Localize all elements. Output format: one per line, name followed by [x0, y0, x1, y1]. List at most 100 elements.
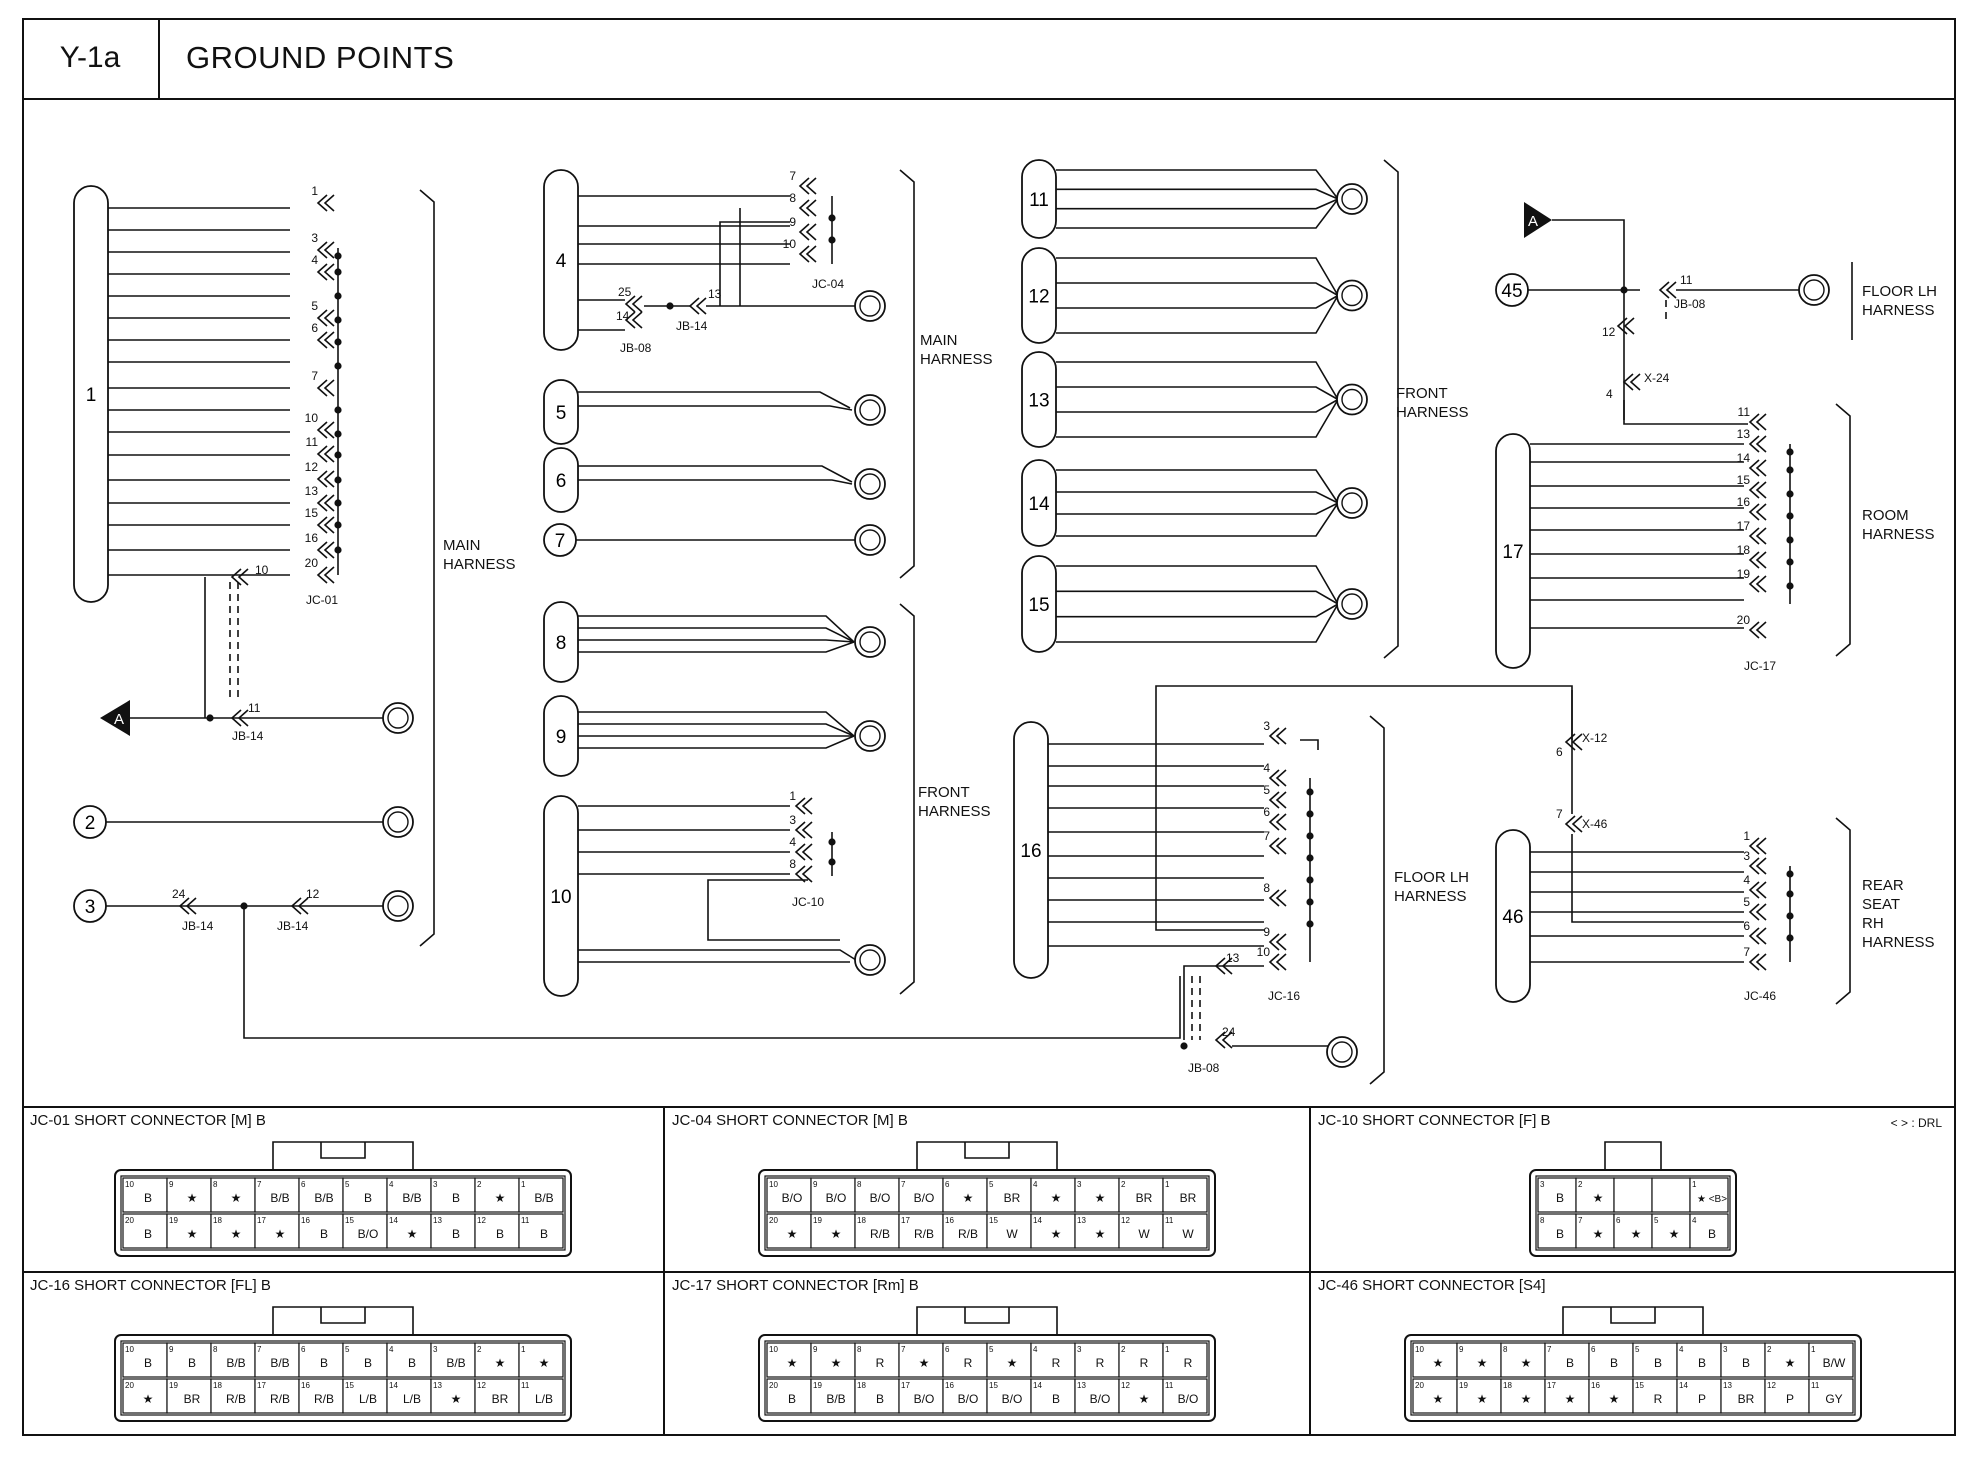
connector-chevron-icon [1748, 837, 1767, 855]
cavity-wire-color: ★ [407, 1227, 418, 1241]
cavity-wire-color: ★ [1521, 1392, 1532, 1406]
ground-point-number: 45 [1501, 281, 1522, 302]
cavity-wire-color: ★ [1139, 1392, 1150, 1406]
junction-dot [1786, 512, 1794, 520]
cavity-wire-color: ★ [1433, 1356, 1444, 1370]
cavity-pin-number: 6 [945, 1345, 950, 1354]
cavity-wire-color: B/B [314, 1191, 333, 1205]
ground-bus-bar [1021, 351, 1057, 448]
cavity-pin-number: 5 [989, 1345, 994, 1354]
cavity-pin-number: 5 [989, 1180, 994, 1189]
connector-title: JC-46 SHORT CONNECTOR [S4] [1318, 1277, 1546, 1294]
connector-chevron-icon [624, 295, 643, 313]
wire [578, 641, 855, 653]
ground-bus-bar [1021, 247, 1057, 344]
cavity-wire-color: B [1742, 1356, 1750, 1370]
connector-body-inner [764, 1340, 1210, 1416]
cavity-wire-color: L/B [535, 1392, 553, 1406]
pin-number: 14 [616, 309, 630, 323]
cavity-pin-number: 5 [1635, 1345, 1640, 1354]
ground-bus-bar [543, 379, 579, 445]
cavity-wire-color: B [496, 1227, 504, 1241]
cavity-pin-number: 5 [345, 1345, 350, 1354]
connector-cavity [1720, 1378, 1766, 1414]
cavity-pin-number: 8 [1540, 1216, 1545, 1225]
pin-number: 6 [311, 321, 318, 335]
pin-number: 9 [1263, 925, 1270, 939]
pin-number: 24 [172, 887, 186, 901]
connector-cavity [810, 1378, 856, 1414]
cavity-pin-number: 6 [301, 1180, 306, 1189]
junction-dot [1786, 558, 1794, 566]
connector-chevron-icon [798, 245, 817, 263]
wire [707, 879, 840, 941]
connector-cavity [474, 1177, 520, 1213]
connector-jc46-face: 10★9★8★7B6B5B4B3B2★1B/W20★19★18★17★16★15… [1404, 1306, 1862, 1422]
wire [1056, 565, 1339, 605]
ground-terminal-inner [387, 811, 409, 833]
connector-latch [916, 1141, 1058, 1170]
connector-cavity [166, 1213, 212, 1249]
connector-chevron-icon [316, 379, 335, 397]
cavity-pin-number: 1 [1692, 1180, 1697, 1189]
cavity-wire-color: B/B [226, 1356, 245, 1370]
ground-terminal-inner [859, 949, 881, 971]
pin-number: 4 [789, 835, 796, 849]
cavity-wire-color: B [144, 1227, 152, 1241]
junction-dot [1306, 854, 1314, 862]
junction-dot [1306, 898, 1314, 906]
wire [1056, 295, 1339, 334]
connector-chevron-icon [1564, 815, 1583, 833]
harness-label-rear-seat: SEAT [1862, 896, 1900, 913]
connector-cavity [298, 1177, 344, 1213]
ground-bus-bar [1021, 459, 1057, 547]
connector-chevron-icon [798, 177, 817, 195]
wire [1056, 257, 1339, 296]
connector-label-jc01: JC-01 [306, 593, 338, 607]
ground-bus-bar [73, 185, 109, 603]
cavity-wire-color: B/B [402, 1191, 421, 1205]
connector-cavity [1162, 1213, 1208, 1249]
connector-cavity [1613, 1213, 1653, 1249]
cavity-wire-color: B/W [1823, 1356, 1846, 1370]
connector-chevron-icon [1268, 933, 1287, 951]
cavity-wire-color: B/O [826, 1191, 847, 1205]
connector-cavity [1764, 1378, 1810, 1414]
wire [578, 723, 855, 737]
cavity-wire-color: B [364, 1356, 372, 1370]
pin-number: 13 [708, 287, 722, 301]
junction-dot [334, 430, 342, 438]
connector-chevron-icon [316, 263, 335, 281]
connector-chevron-icon [316, 309, 335, 327]
junction-dot [334, 316, 342, 324]
cavity-pin-number: 17 [257, 1381, 266, 1390]
connector-cavity [1500, 1342, 1546, 1378]
wire [1056, 603, 1339, 643]
connector-cavity [1118, 1342, 1164, 1378]
connector-chevron-icon [1748, 621, 1767, 639]
connector-cavity [298, 1342, 344, 1378]
cavity-wire-color: ★ [1477, 1392, 1488, 1406]
wire [719, 221, 790, 306]
cavity-wire-color: ★ [1521, 1356, 1532, 1370]
harness-label-floor-lh: FLOOR LH [1394, 869, 1469, 886]
cavity-pin-number: 15 [1635, 1381, 1644, 1390]
ground-terminal-inner [859, 295, 881, 317]
connector-chevron-icon [1268, 769, 1287, 787]
cavity-pin-number: 7 [257, 1180, 262, 1189]
connector-chevron-icon [316, 331, 335, 349]
cavity-wire-color: B/B [446, 1356, 465, 1370]
cavity-pin-number: 20 [125, 1216, 134, 1225]
connector-cavity [1030, 1177, 1076, 1213]
connector-title: JC-04 SHORT CONNECTOR [M] B [672, 1112, 908, 1129]
cavity-pin-number: 3 [1077, 1345, 1082, 1354]
panel-divider [663, 1106, 665, 1436]
connector-body-inner [1535, 1175, 1731, 1251]
cavity-wire-color: W [1182, 1227, 1194, 1241]
pin-number: 4 [1743, 873, 1750, 887]
wire [1056, 398, 1339, 413]
wire [1155, 685, 1573, 750]
junction-dot [334, 292, 342, 300]
cavity-wire-color: BR [184, 1392, 201, 1406]
connector-cavity [166, 1378, 212, 1414]
